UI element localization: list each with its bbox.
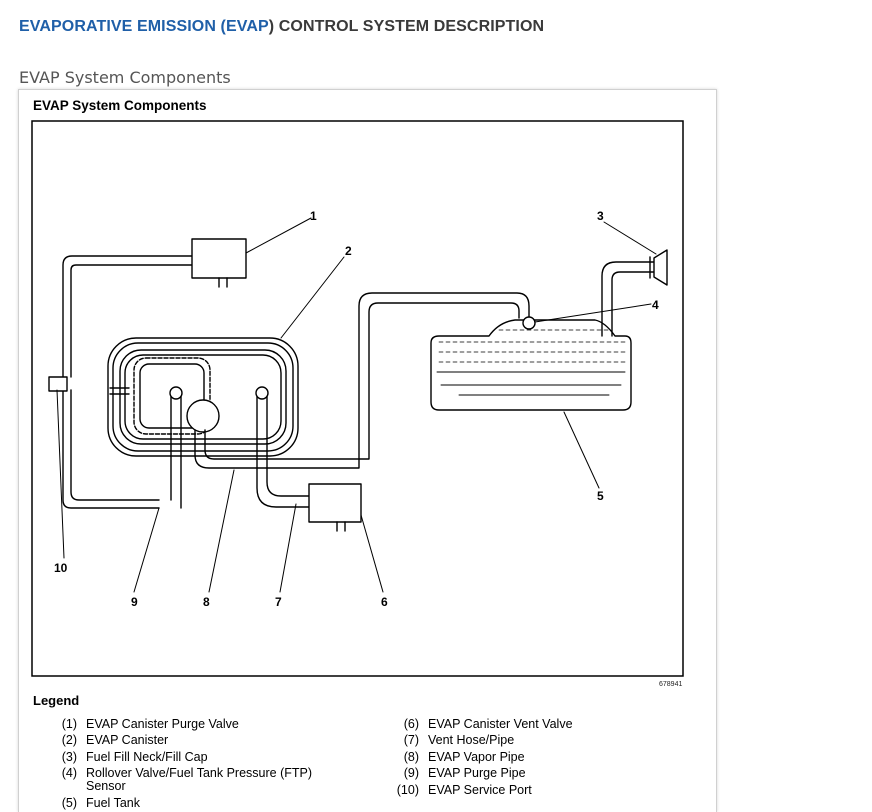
callout-2: 2	[345, 244, 352, 258]
legend-text: EVAP Purge Pipe	[428, 766, 526, 781]
legend-text: EVAP Vapor Pipe	[428, 749, 525, 764]
legend-item: (4) Rollover Valve/Fuel Tank Pressure (FT…	[37, 767, 331, 793]
vent-valve-ports	[336, 521, 346, 532]
section-caption: EVAP System Components	[19, 68, 231, 87]
callout-9: 9	[131, 595, 138, 609]
legend-item: (1) EVAP Canister Purge Valve	[37, 716, 331, 732]
figure-image: EVAP System Components	[18, 89, 717, 812]
canister-bracket	[109, 387, 130, 395]
evap-canister-inner	[133, 357, 211, 435]
page-title-rest: ) CONTROL SYSTEM DESCRIPTION	[268, 18, 545, 35]
vent-hose	[256, 392, 310, 508]
purge-valve	[191, 238, 247, 279]
fill-neck	[601, 261, 655, 337]
canister-center-fitting	[186, 399, 220, 433]
callout-6: 6	[381, 595, 388, 609]
legend-item: (3) Fuel Fill Neck/Fill Cap	[37, 749, 331, 765]
legend-text: Fuel Fill Neck/Fill Cap	[86, 749, 208, 764]
purge-pipe-port	[169, 386, 183, 400]
legend-item: (9) EVAP Purge Pipe	[379, 765, 573, 781]
legend-title: Legend	[33, 693, 80, 708]
legend-number: (1)	[61, 717, 77, 731]
purge-pipe	[170, 392, 182, 509]
fuel-tank-vapor-lines	[438, 329, 626, 363]
callout-7: 7	[275, 595, 282, 609]
fill-cap	[653, 249, 668, 286]
legend-text: Rollover Valve/Fuel Tank Pressure (FTP) …	[86, 766, 313, 794]
legend-text: Fuel Tank	[86, 796, 140, 811]
legend-item: (8) EVAP Vapor Pipe	[379, 749, 573, 765]
legend-number: (9)	[403, 766, 419, 781]
callout-1: 1	[310, 209, 317, 223]
callout-8: 8	[203, 595, 210, 609]
vapor-pipe	[194, 292, 530, 469]
legend-number: (5)	[61, 796, 77, 811]
evap-diagram: 1 2 3 4 5 6 7 8 9 10	[31, 120, 684, 677]
service-port-fitting	[48, 376, 68, 392]
legend-number: (10)	[396, 782, 419, 797]
vent-hose-port	[255, 386, 269, 400]
callout-5: 5	[597, 489, 604, 503]
service-port-line	[62, 255, 193, 509]
legend-text: EVAP Canister Purge Valve	[86, 717, 239, 731]
diagram-border	[31, 120, 684, 677]
legend-number: (3)	[61, 749, 77, 764]
rollover-valve	[522, 316, 536, 330]
legend-text: EVAP Service Port	[428, 782, 532, 797]
legend-item: (2) EVAP Canister	[37, 732, 331, 748]
page-title-link-evap[interactable]: EVAP	[225, 18, 269, 35]
legend-number: (4)	[61, 766, 77, 781]
fuel-tank	[430, 319, 632, 411]
figure-title: EVAP System Components	[33, 98, 207, 113]
legend-number: (2)	[61, 733, 77, 748]
evap-canister-core	[139, 363, 205, 429]
legend-left-column: (1) EVAP Canister Purge Valve (2) EVAP Can…	[37, 716, 331, 812]
vent-valve	[308, 483, 362, 523]
legend-item: (6) EVAP Canister Vent Valve	[379, 716, 573, 732]
legend-text: EVAP Canister Vent Valve	[428, 717, 573, 731]
figure-id: 678941	[659, 681, 683, 688]
evap-canister-ring-4	[124, 354, 282, 440]
legend-number: (8)	[403, 749, 419, 764]
leader-lines	[56, 217, 657, 593]
page-title: EVAPORATIVE EMISSION (EVAP) CONTROL SYST…	[19, 18, 544, 36]
legend-item: (10) EVAP Service Port	[379, 782, 573, 798]
fuel-tank-liquid-lines	[436, 371, 626, 396]
callout-3: 3	[597, 209, 604, 223]
callout-10: 10	[54, 561, 68, 575]
legend-item: (7) Vent Hose/Pipe	[379, 732, 573, 748]
legend-item: (5) Fuel Tank	[37, 795, 331, 811]
legend-text: Vent Hose/Pipe	[428, 733, 515, 748]
callout-numbers: 1 2 3 4 5 6 7 8 9 10	[54, 209, 659, 609]
legend-number: (7)	[403, 733, 419, 748]
purge-valve-ports	[218, 277, 228, 288]
evap-canister-ring-2	[112, 342, 294, 452]
page-title-link-evaporative-emission[interactable]: EVAPORATIVE EMISSION (	[19, 18, 226, 35]
legend-number: (6)	[403, 717, 419, 731]
legend-right-column: (6) EVAP Canister Vent Valve (7) Vent Hose…	[379, 716, 573, 798]
legend-text: EVAP Canister	[86, 733, 169, 748]
evap-canister-outer	[107, 337, 299, 457]
callout-4: 4	[652, 298, 659, 312]
evap-canister-ring-3	[119, 349, 287, 445]
